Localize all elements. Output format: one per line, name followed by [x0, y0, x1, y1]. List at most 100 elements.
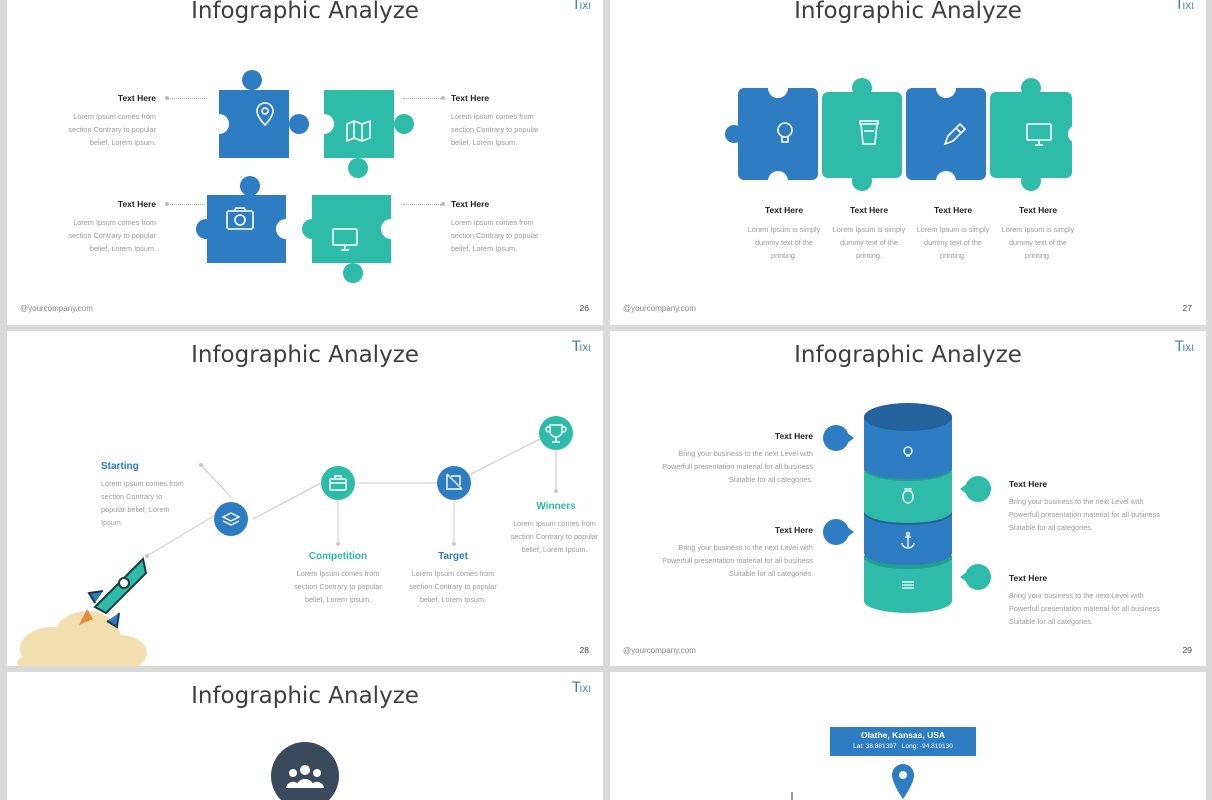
item-body: Bring your business to the next Level wi… [1009, 497, 1160, 532]
puzzle-piece [196, 176, 296, 263]
team-graphic [271, 742, 339, 800]
brand-logo: TIXI [1174, 0, 1194, 13]
monitor-icon [332, 228, 358, 251]
team-icon [286, 765, 324, 788]
step-node [437, 466, 471, 500]
location-coords: Lat: 38.881397 Long: -94.819130 [853, 743, 953, 750]
crop-icon [446, 473, 463, 490]
connector [167, 204, 205, 205]
item-body: Lorem Ipsum is simply dummy text of the … [1001, 225, 1075, 260]
item-body: Lorem Ipsum comes from section Contrary … [68, 218, 156, 253]
step-title: Winners [536, 501, 576, 512]
page-number: 26 [579, 303, 589, 313]
connector-dot [441, 202, 445, 206]
slide-title: Infographic Analyze [191, 683, 419, 709]
timeline-graphic [17, 416, 573, 666]
item-title: Text Here [1009, 479, 1048, 489]
puzzle-piece [906, 78, 986, 191]
map-marker-graphic [791, 764, 914, 800]
smoke-cloud [17, 611, 147, 666]
map-pin-icon [256, 102, 274, 127]
step-body: Lorem Ipsum comes from section Contrary … [101, 479, 184, 527]
coins-icon [902, 581, 914, 589]
map-pin-icon [892, 764, 914, 799]
rocket-icon [79, 556, 148, 629]
footer-url: @yourcompany.com [623, 304, 696, 313]
footer-url: @yourcompany.com [20, 304, 93, 313]
slide-30[interactable]: Infographic Analyze TIXI [7, 672, 603, 800]
money-bag-icon [902, 488, 914, 504]
item-title: Text Here [1009, 573, 1048, 583]
location-name: Olathe, Kansas, USA [860, 730, 946, 740]
brand-logo: TIXI [1174, 339, 1194, 355]
connector-dot [165, 96, 169, 100]
page-number: 29 [1182, 645, 1192, 655]
item-title: Text Here [451, 199, 490, 209]
slide-31[interactable]: Olathe, Kansas, USA Lat: 38.881397 Long:… [610, 672, 1206, 800]
slide-title: Infographic Analyze [794, 342, 1022, 368]
item-body: Bring your business to the next Level wi… [1009, 591, 1160, 626]
slide-title: Infographic Analyze [191, 0, 419, 24]
puzzle-piece [314, 90, 414, 178]
puzzle-row-graphic [725, 78, 1086, 191]
item-title: Text Here [117, 93, 156, 103]
item-title: Text Here [117, 199, 156, 209]
item-body: Lorem Ipsum comes from section Contrary … [451, 112, 539, 147]
step-title: Competition [308, 551, 368, 562]
footer-url: @yourcompany.com [623, 646, 696, 655]
lightbulb-icon [777, 122, 793, 143]
layers-icon [221, 512, 241, 526]
item-title: Text Here [451, 93, 490, 103]
item-title: Text Here [774, 525, 813, 535]
item-body: Bring your business to the next Level wi… [662, 449, 813, 484]
item-body: Lorem Ipsum is simply dummy text of the … [832, 225, 906, 260]
item-title: Text Here [933, 205, 973, 215]
step-body: Lorem Ipsum comes from section Contrary … [409, 569, 497, 604]
step-body: Lorem Ipsum comes from section Contrary … [294, 569, 382, 604]
pencil-icon [943, 122, 967, 146]
item-title: Text Here [764, 205, 804, 215]
page-number: 28 [579, 645, 589, 655]
lightbulb-icon [903, 446, 913, 457]
briefcase-icon [329, 475, 347, 491]
connector [167, 98, 207, 99]
anchor-icon [901, 531, 915, 549]
step-node [214, 502, 248, 536]
brand-logo: TIXI [571, 0, 591, 13]
step-title: Target [438, 551, 468, 562]
map-icon [346, 119, 371, 143]
slide-title: Infographic Analyze [191, 342, 419, 368]
slide-28[interactable]: Infographic Analyze TIXI [7, 331, 603, 666]
step-node [539, 416, 573, 450]
item-title: Text Here [849, 205, 889, 215]
slide-27[interactable]: Infographic Analyze TIXI Text Here Lorem… [610, 0, 1206, 325]
connector-dot [441, 96, 445, 100]
item-body: Lorem Ipsum comes from section Contrary … [451, 218, 539, 253]
connector [403, 98, 443, 99]
cylinder-stack-graphic [823, 403, 991, 613]
page-number: 27 [1182, 303, 1192, 313]
item-body: Lorem Ipsum is simply dummy text of the … [916, 225, 990, 260]
cylinder-layer [864, 403, 952, 479]
item-title: Text Here [774, 431, 813, 441]
item-body: Bring your business to the next Level wi… [662, 543, 813, 578]
coffee-cup-icon [859, 120, 879, 145]
item-body: Lorem Ipsum is simply dummy text of the … [747, 225, 821, 260]
item-title: Text Here [1018, 205, 1058, 215]
puzzle-piece [725, 78, 818, 191]
brand-logo: TIXI [571, 680, 591, 696]
connector-dot [165, 202, 169, 206]
puzzle-piece [302, 195, 401, 283]
slide-26[interactable]: Infographic Analyze TIXI [7, 0, 603, 325]
trophy-icon [545, 424, 567, 443]
step-body: Lorem Ipsum comes from section Contrary … [510, 519, 599, 554]
item-body: Lorem Ipsum comes from section Contrary … [68, 112, 156, 147]
puzzle-piece [209, 70, 309, 158]
puzzle-piece [990, 78, 1086, 191]
connector [403, 204, 443, 205]
camera-icon [226, 207, 254, 230]
brand-logo: TIXI [571, 339, 591, 355]
puzzle-graphic [196, 70, 414, 283]
slide-title: Infographic Analyze [794, 0, 1022, 24]
slide-29[interactable]: Infographic Analyze TIXI Text Here Bring… [610, 331, 1206, 666]
